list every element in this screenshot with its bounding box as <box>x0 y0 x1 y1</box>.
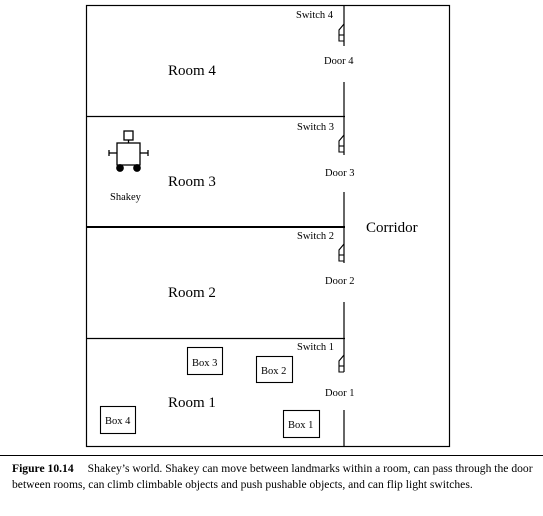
shakey-robot-icon <box>108 130 149 172</box>
svg-text:Box 2: Box 2 <box>261 366 286 377</box>
box-1: Box 1 <box>282 409 321 439</box>
room-1-label: Room 1 <box>168 395 216 411</box>
caption-rule <box>0 455 543 456</box>
switch-4-label: Switch 4 <box>296 10 334 21</box>
box-3: Box 3 <box>186 346 224 376</box>
switch-3-icon <box>338 134 345 153</box>
corridor-label: Corridor <box>366 220 418 236</box>
switch-1-icon <box>338 354 345 373</box>
switch-3-label: Switch 3 <box>297 122 334 133</box>
svg-text:Box 4: Box 4 <box>105 416 131 427</box>
shakey-label: Shakey <box>110 192 142 203</box>
box-4: Box 4 <box>99 405 137 435</box>
door-2-label: Door 2 <box>325 276 354 287</box>
figure-number: Figure 10.14 <box>12 462 74 475</box>
svg-text:Box 1: Box 1 <box>288 420 313 431</box>
caption-text: Shakey’s world. Shakey can move between … <box>12 462 533 491</box>
room-4-label: Room 4 <box>168 63 216 79</box>
box-2: Box 2 <box>255 355 294 384</box>
room-3-label: Room 3 <box>168 174 216 190</box>
switch-1-label: Switch 1 <box>297 342 334 353</box>
switch-2-icon <box>338 243 345 262</box>
shakey-world-diagram: Switch 4 Switch 3 Switch 2 Switch 1 Door… <box>85 4 451 448</box>
door-4-label: Door 4 <box>324 56 354 67</box>
door-3-label: Door 3 <box>325 168 354 179</box>
switch-4-icon <box>338 23 345 42</box>
switch-2-label: Switch 2 <box>297 231 334 242</box>
room-2-label: Room 2 <box>168 285 216 301</box>
svg-text:Box 3: Box 3 <box>192 358 217 369</box>
door-1-label: Door 1 <box>325 388 354 399</box>
